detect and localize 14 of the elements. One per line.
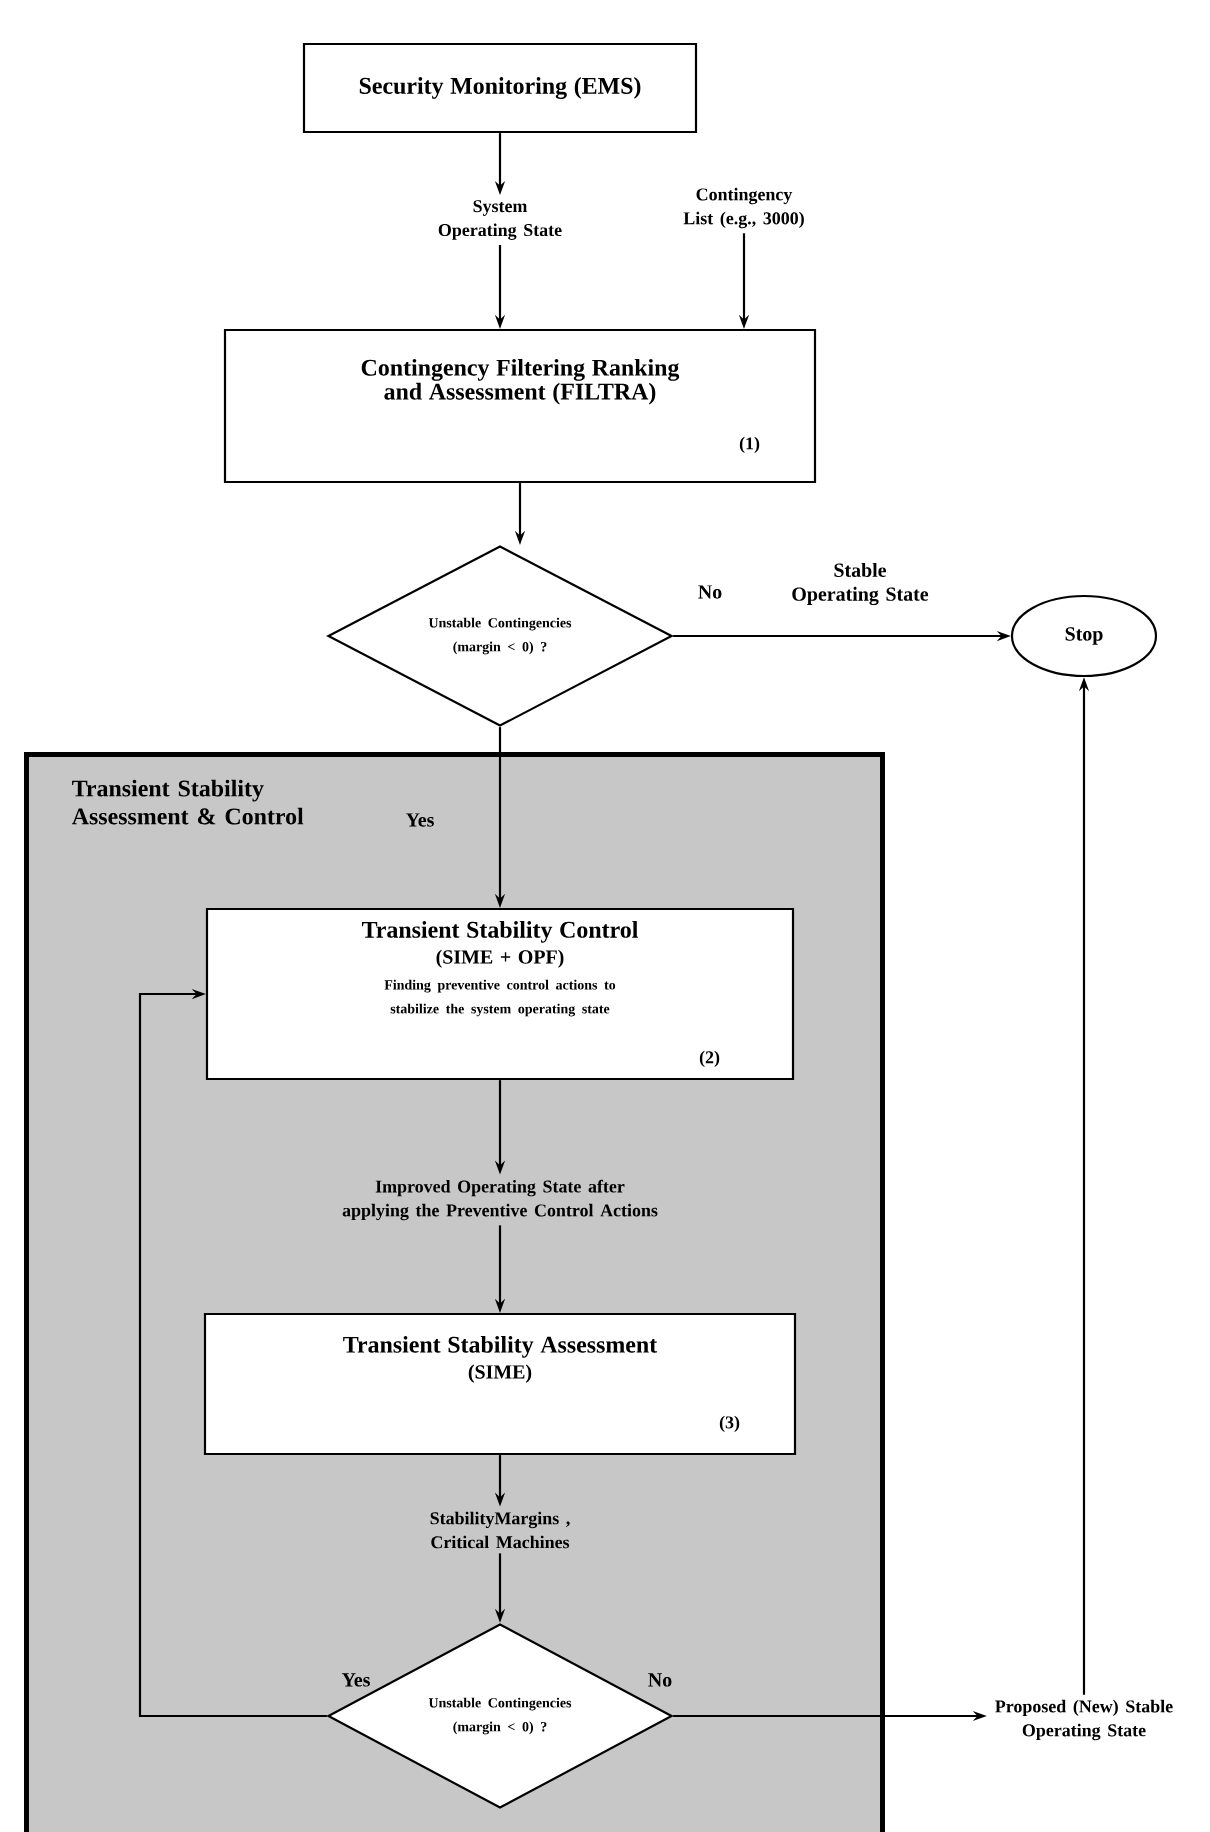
flow-text: Proposed (New) Stable Operating State: [995, 1699, 1173, 1741]
flow-text: StabilityMargins , Critical Machines: [430, 1511, 570, 1549]
flow-text: Stable Operating State: [792, 562, 929, 606]
edge-label: Yes: [341, 1673, 370, 1687]
arrow: [138, 988, 327, 1718]
flow-text: System Operating State: [438, 200, 562, 240]
process-box: Security Monitoring (EMS): [302, 42, 698, 134]
edge-label: No: [698, 585, 722, 599]
process-box: Contingency Filtering Ranking and Assessment (FILTRA) (1): [223, 328, 817, 484]
flow-text: Contingency List (e.g., 3000): [683, 187, 804, 229]
edge-label: No: [648, 1673, 672, 1687]
edge-label: Yes: [405, 813, 434, 827]
flow-text: Improved Operating State after applying the Preventive Control Actions: [342, 1179, 658, 1221]
process-box: Transient Stability Assessment (SIME) (3): [203, 1312, 797, 1456]
